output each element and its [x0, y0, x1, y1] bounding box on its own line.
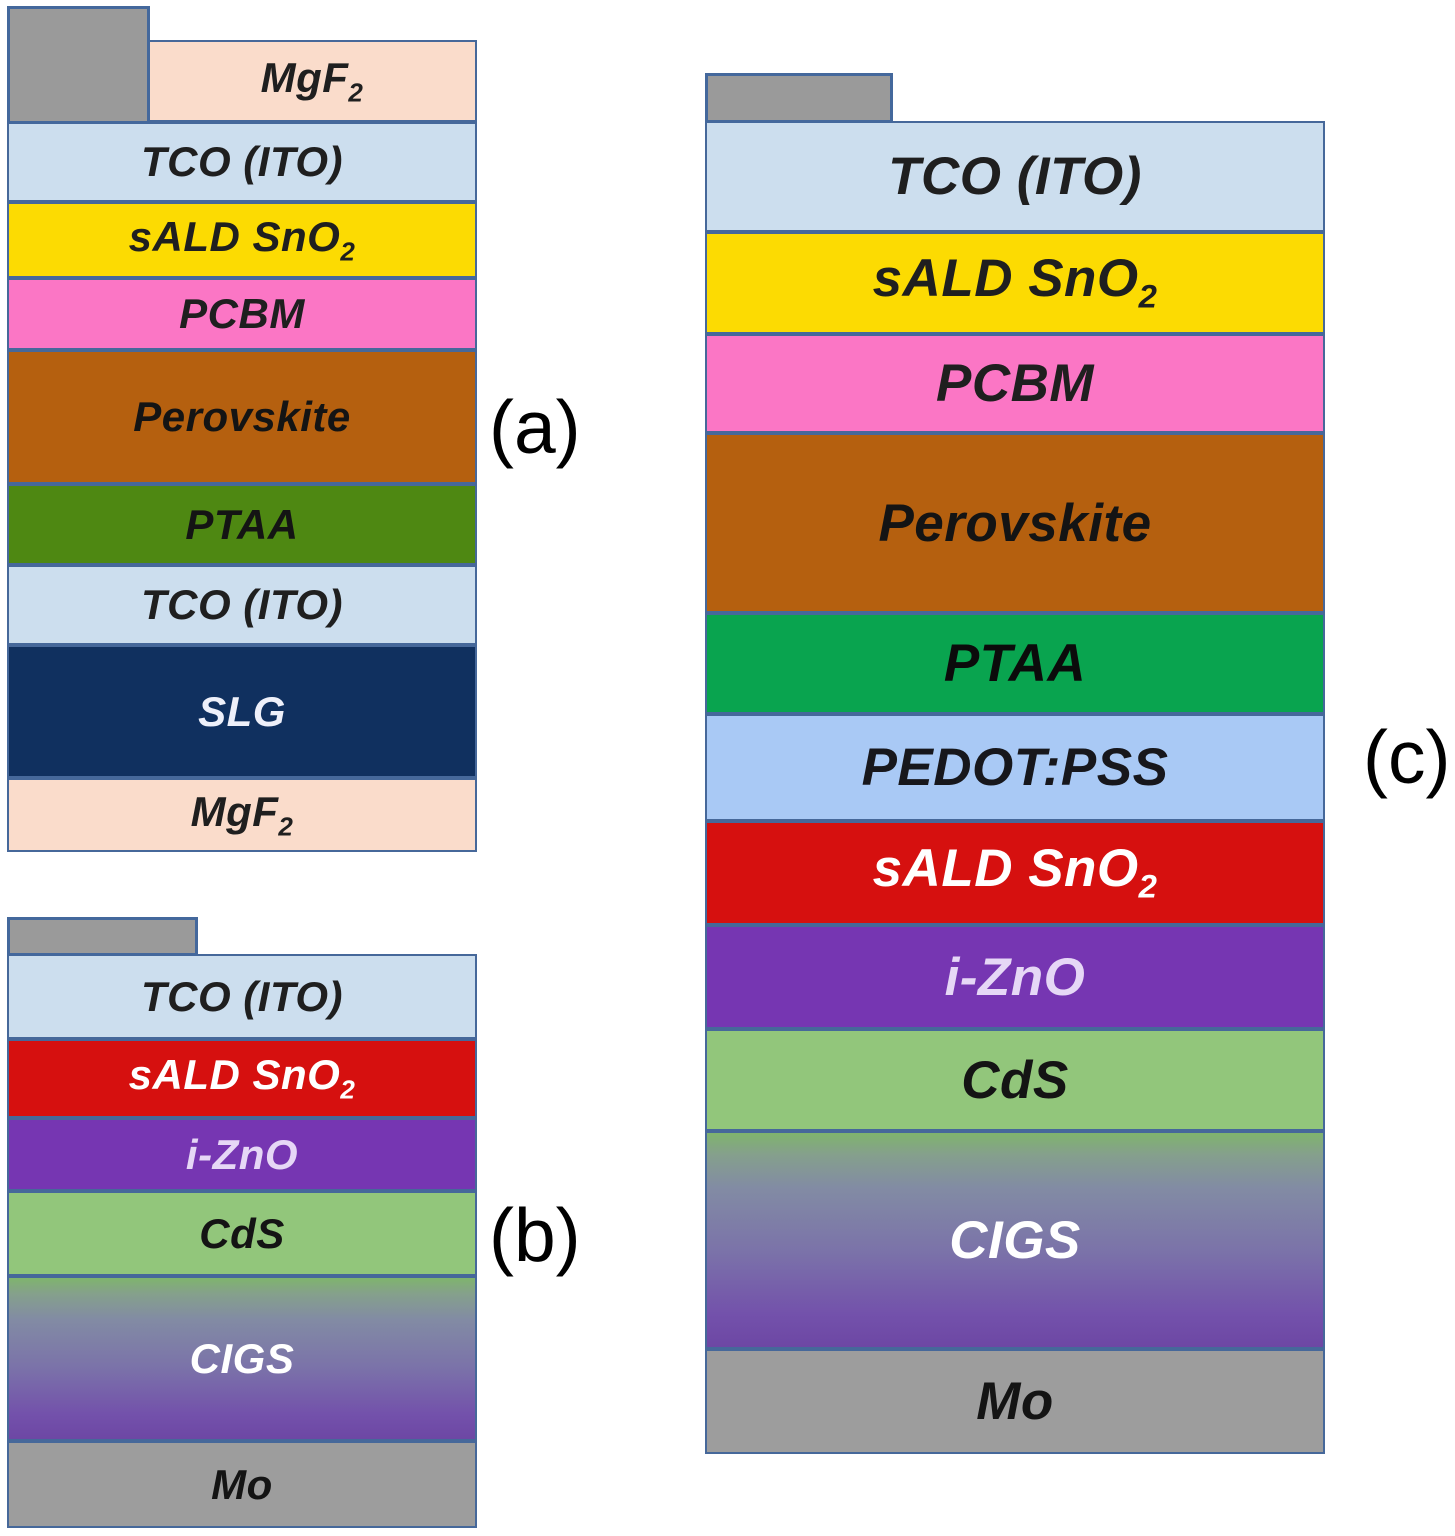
tco-ito-label: TCO (ITO): [140, 138, 344, 185]
sald-sno2-label: sALD SnO2: [872, 249, 1158, 315]
slg-label: SLG: [198, 687, 286, 735]
cds-layer: CdS: [7, 1191, 477, 1276]
pcbm-label: PCBM: [935, 354, 1095, 413]
metal-contact-a: [7, 6, 150, 124]
tco-ito-layer: TCO (ITO): [7, 954, 477, 1039]
perovskite-layer: Perovskite: [705, 433, 1325, 613]
tco-ito-2-layer: TCO (ITO): [7, 565, 477, 645]
cigs-label: CIGS: [189, 1334, 295, 1382]
metal-contact-c: [705, 73, 893, 123]
pcbm-layer: PCBM: [705, 334, 1325, 433]
ptaa-label: PTAA: [185, 500, 299, 548]
i-zno-layer: i-ZnO: [705, 925, 1325, 1029]
pcbm-label: PCBM: [179, 290, 305, 337]
cigs-layer: CIGS: [7, 1276, 477, 1441]
mgf2-2-label: MgF2: [190, 787, 294, 842]
cigs-layer: CIGS: [705, 1131, 1325, 1349]
panel-label-b: (b): [489, 1193, 581, 1277]
ptaa-label: PTAA: [943, 634, 1087, 693]
i-zno-label: i-ZnO: [944, 947, 1086, 1007]
cds-layer: CdS: [705, 1029, 1325, 1131]
mgf2-layer: MgF2: [147, 40, 477, 122]
stack-b-layers: TCO (ITO) sALD SnO2 i-ZnO CdS CIGS Mo: [7, 954, 477, 1528]
sald-sno2-2-layer: sALD SnO2: [705, 821, 1325, 925]
tco-ito-layer: TCO (ITO): [7, 122, 477, 202]
sald-sno2-label: sALD SnO2: [128, 212, 356, 267]
sald-sno2-layer: sALD SnO2: [7, 202, 477, 278]
perovskite-label: Perovskite: [878, 493, 1152, 553]
perovskite-layer: Perovskite: [7, 350, 477, 484]
i-zno-layer: i-ZnO: [7, 1118, 477, 1191]
ptaa-layer: PTAA: [705, 613, 1325, 714]
pedot-pss-label: PEDOT:PSS: [861, 738, 1169, 797]
panel-label-a: (a): [489, 385, 581, 469]
sald-sno2-layer: sALD SnO2: [7, 1039, 477, 1118]
mo-layer: Mo: [705, 1349, 1325, 1454]
mo-layer: Mo: [7, 1441, 477, 1528]
sald-sno2-label: sALD SnO2: [128, 1051, 356, 1105]
tco-ito-label: TCO (ITO): [140, 972, 344, 1020]
pcbm-layer: PCBM: [7, 278, 477, 350]
sald-sno2-layer: sALD SnO2: [705, 232, 1325, 334]
cds-label: CdS: [961, 1050, 1069, 1110]
metal-contact-b: [7, 917, 198, 956]
panel-label-c: (c): [1363, 715, 1451, 799]
mo-label: Mo: [976, 1372, 1054, 1431]
sald-sno2-2-label: sALD SnO2: [872, 839, 1158, 905]
perovskite-label: Perovskite: [133, 393, 351, 440]
mgf2-2-layer: MgF2: [7, 778, 477, 852]
tco-ito-label: TCO (ITO): [888, 147, 1142, 206]
pedot-pss-layer: PEDOT:PSS: [705, 714, 1325, 821]
slg-layer: SLG: [7, 645, 477, 778]
mo-label: Mo: [211, 1460, 273, 1508]
tco-ito-layer: TCO (ITO): [705, 121, 1325, 232]
cds-label: CdS: [199, 1209, 285, 1257]
i-zno-label: i-ZnO: [185, 1130, 299, 1178]
cigs-label: CIGS: [949, 1210, 1081, 1270]
ptaa-layer: PTAA: [7, 484, 477, 565]
tco-ito-2-label: TCO (ITO): [140, 581, 344, 628]
mgf2-label: MgF2: [260, 53, 364, 108]
